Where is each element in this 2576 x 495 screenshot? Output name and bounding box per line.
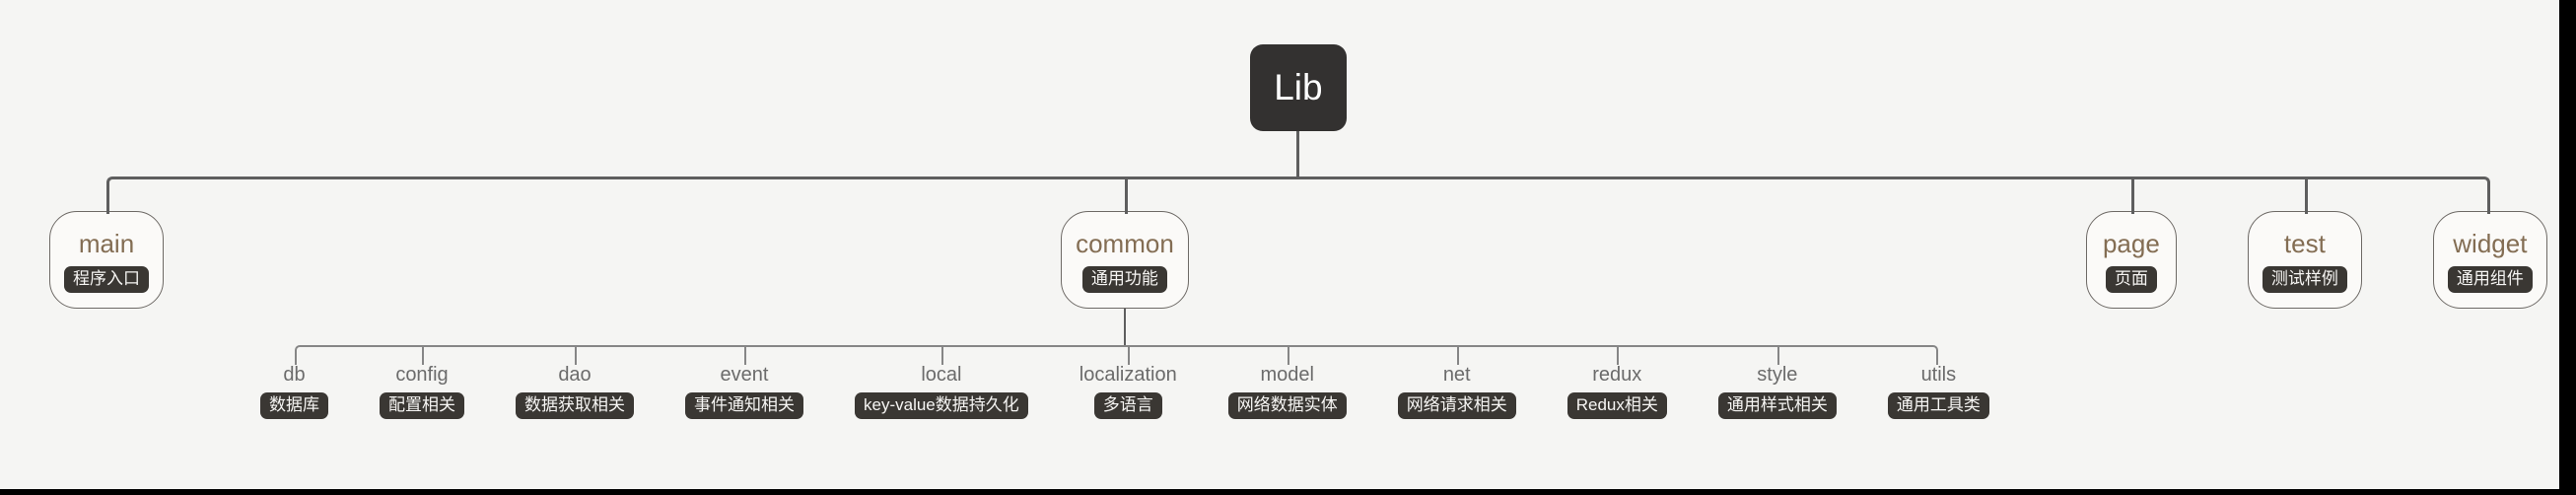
leaf-utils-badge: 通用工具类 (1887, 392, 1989, 420)
leaf-db-badge: 数据库 (260, 392, 328, 420)
tree-leaf-dao: dao 数据获取相关 (490, 345, 661, 420)
leaf-local-label: local (921, 364, 962, 387)
tree-leaf-local: local key-value数据持久化 (829, 345, 1056, 420)
library-structure-tree: Lib main 程序入口 common 通用功能 (14, 44, 2576, 420)
tree-level-1: main 程序入口 common 通用功能 db (14, 131, 2576, 420)
leaf-utils-label: utils (1920, 364, 1957, 387)
leaf-style[interactable]: style 通用样式相关 (1717, 363, 1837, 420)
leaf-dao-label: dao (558, 364, 592, 387)
node-page[interactable]: page 页面 (2085, 211, 2177, 310)
leaf-localization-label: localization (1079, 364, 1177, 387)
leaf-config-label: config (395, 364, 449, 387)
node-page-label: page (2102, 228, 2160, 258)
leaf-db[interactable]: db 数据库 (260, 363, 328, 420)
leaf-net[interactable]: net 网络请求相关 (1397, 363, 1516, 420)
tree-leaf-localization: localization 多语言 (1053, 345, 1205, 420)
tree-leaf-redux: redux Redux相关 (1541, 345, 1695, 420)
root-node-label: Lib (1274, 67, 1323, 107)
node-test[interactable]: test 测试样例 (2247, 211, 2362, 310)
node-main-label: main (78, 228, 135, 258)
node-widget-label: widget (2453, 228, 2528, 258)
tree-branch-test: test 测试样例 (2211, 177, 2401, 419)
leaf-model-label: model (1260, 364, 1314, 387)
leaf-localization[interactable]: localization 多语言 (1079, 363, 1177, 420)
tree-branch-widget: widget 通用组件 (2394, 177, 2576, 419)
leaf-redux-badge: Redux相关 (1566, 392, 1667, 420)
leaf-dao-badge: 数据获取相关 (516, 392, 634, 420)
node-main-badge: 程序入口 (64, 265, 149, 294)
screen-edge-bottom-bar (0, 489, 2576, 495)
tree-leaf-style: style 通用样式相关 (1692, 345, 1864, 420)
node-main[interactable]: main 程序入口 (49, 211, 164, 310)
leaf-event-label: event (720, 364, 769, 387)
leaf-model-badge: 网络数据实体 (1227, 392, 1347, 420)
node-test-badge: 测试样例 (2262, 265, 2347, 294)
leaf-net-label: net (1442, 364, 1471, 387)
leaf-utils[interactable]: utils 通用工具类 (1887, 363, 1989, 420)
tree-leaf-db: db 数据库 (235, 345, 356, 420)
leaf-db-label: db (283, 364, 306, 387)
leaf-net-badge: 网络请求相关 (1397, 392, 1516, 420)
tree-root-item: Lib main 程序入口 common 通用功能 (14, 44, 2576, 420)
node-test-label: test (2283, 228, 2326, 258)
leaf-redux[interactable]: redux Redux相关 (1566, 363, 1667, 420)
leaf-style-label: style (1757, 364, 1798, 387)
tree-leaf-config: config 配置相关 (354, 345, 492, 420)
node-common-badge: 通用功能 (1081, 265, 1167, 294)
tree-level-2: db 数据库 config 配置相关 (235, 309, 2015, 420)
node-page-badge: 页面 (2105, 265, 2157, 294)
tree-leaf-net: net 网络请求相关 (1371, 345, 1544, 420)
tree-leaf-event: event 事件通知相关 (660, 345, 831, 420)
leaf-event-badge: 事件通知相关 (685, 392, 803, 420)
leaf-redux-label: redux (1592, 364, 1642, 387)
leaf-local[interactable]: local key-value数据持久化 (855, 363, 1028, 420)
leaf-model[interactable]: model 网络数据实体 (1227, 363, 1347, 420)
node-common-label: common (1076, 228, 1174, 258)
tree-leaf-model: model 网络数据实体 (1202, 345, 1374, 420)
node-widget[interactable]: widget 通用组件 (2432, 211, 2547, 310)
node-widget-badge: 通用组件 (2447, 265, 2533, 294)
leaf-localization-badge: 多语言 (1093, 392, 1162, 420)
tree-leaf-utils: utils 通用工具类 (1859, 345, 2015, 420)
tree-branch-main: main 程序入口 (14, 177, 202, 419)
leaf-event[interactable]: event 事件通知相关 (685, 363, 803, 420)
leaf-style-badge: 通用样式相关 (1717, 392, 1837, 420)
tree-branch-page: page 页面 (2050, 177, 2215, 419)
tree-root-level: Lib main 程序入口 common 通用功能 (14, 44, 2576, 420)
node-common[interactable]: common 通用功能 (1061, 211, 1189, 310)
leaf-local-badge: key-value数据持久化 (855, 392, 1028, 420)
leaf-config-badge: 配置相关 (380, 392, 464, 420)
leaf-config[interactable]: config 配置相关 (380, 363, 464, 420)
tree-branch-common: common 通用功能 db 数据库 (199, 177, 2054, 420)
leaf-dao[interactable]: dao 数据获取相关 (516, 363, 634, 420)
root-node-lib[interactable]: Lib (1250, 44, 1347, 132)
screen-edge-right-bar (2559, 0, 2576, 495)
